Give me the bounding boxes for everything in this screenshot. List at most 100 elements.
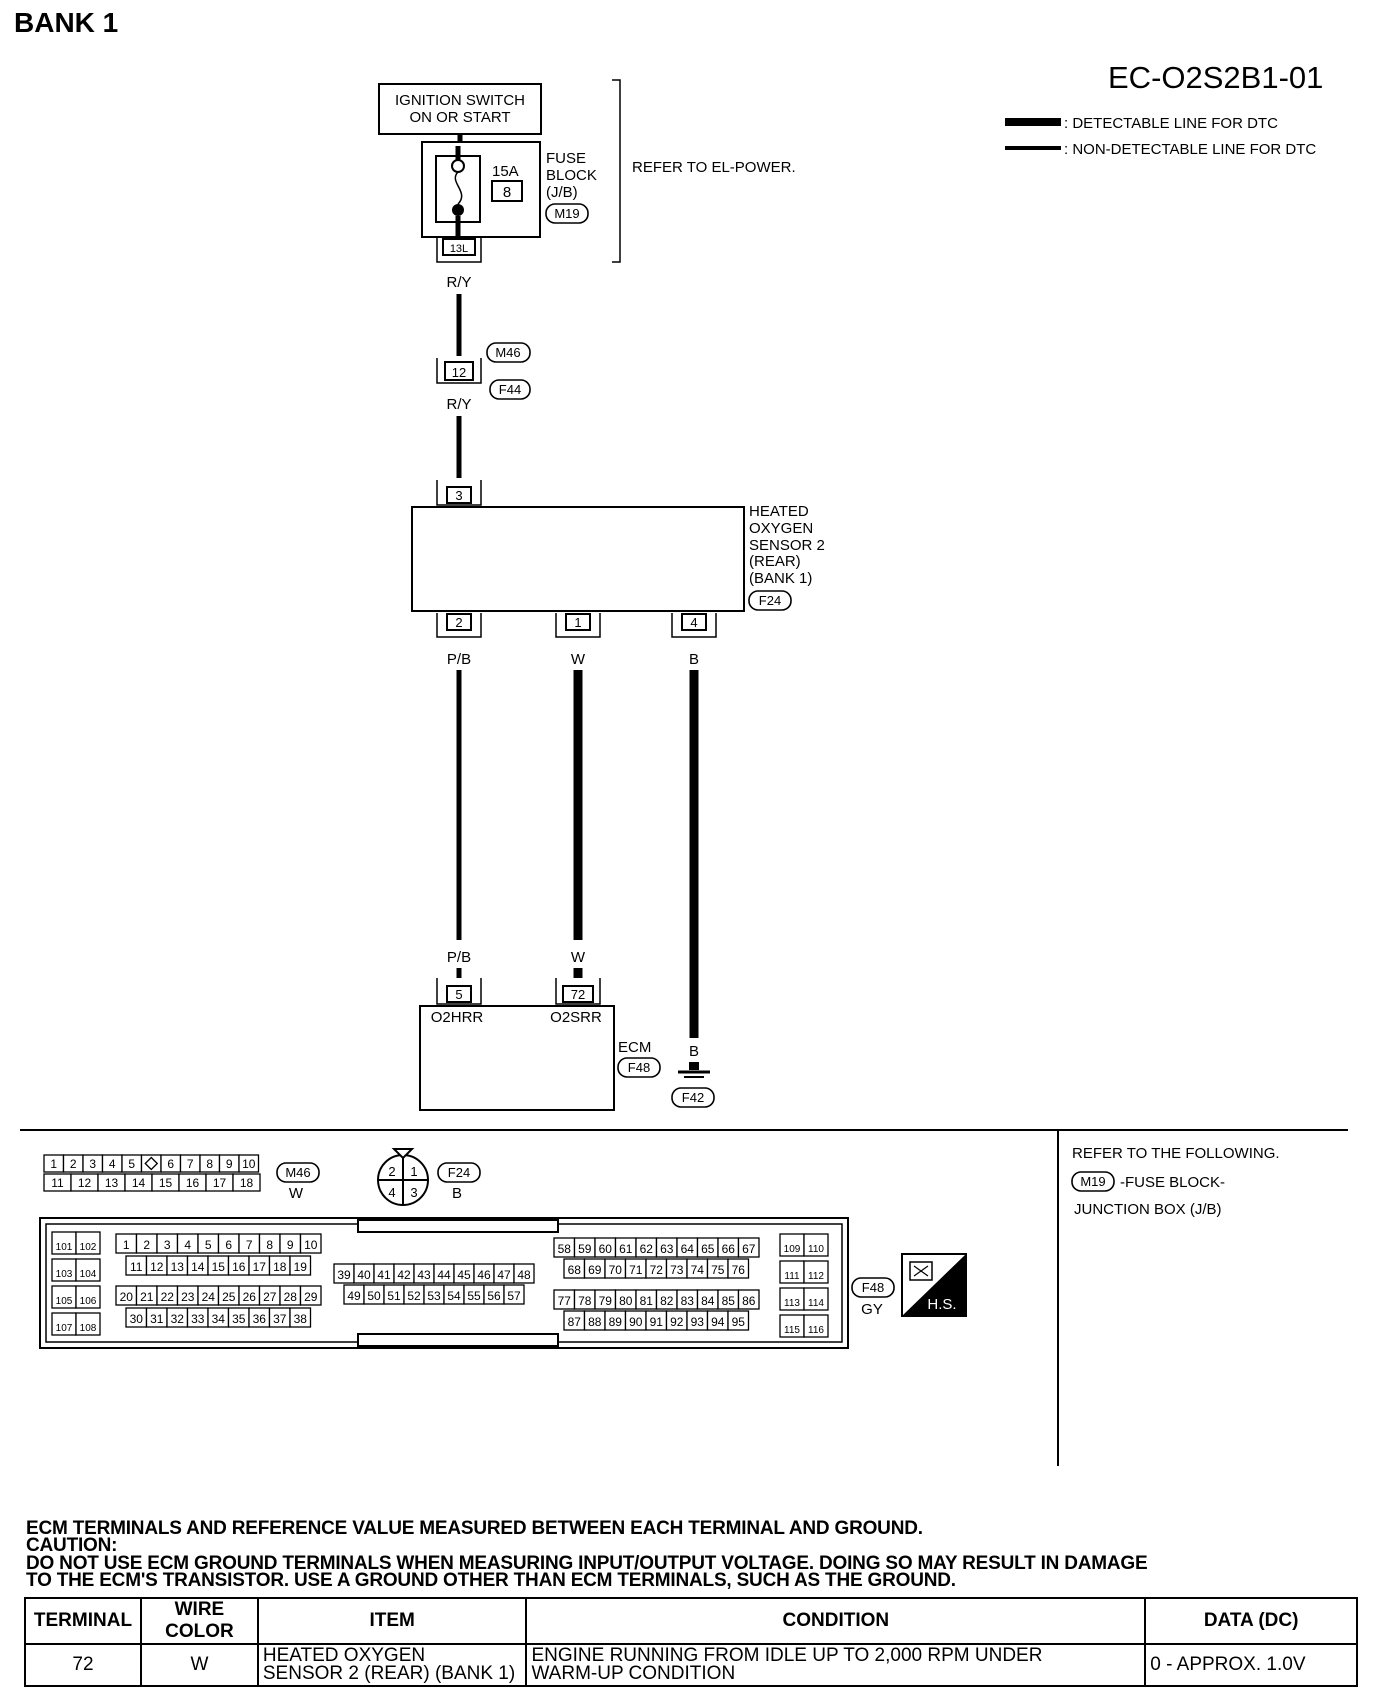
f48-pin-68: 68 xyxy=(563,1258,586,1279)
svg-text:80: 80 xyxy=(619,1294,633,1308)
svg-text:65: 65 xyxy=(701,1242,715,1256)
svg-text:29: 29 xyxy=(304,1290,318,1304)
notes-line4: TO THE ECM'S TRANSISTOR. USE A GROUND OT… xyxy=(26,1570,956,1591)
wire-color-b-bottom: B xyxy=(689,1043,699,1060)
fuse-terminal-13L: 13L xyxy=(436,238,482,263)
f48-pin-19: 19 xyxy=(289,1255,312,1276)
svg-text:103: 103 xyxy=(56,1269,73,1280)
svg-text:F42: F42 xyxy=(682,1090,704,1105)
f48-pin-22: 22 xyxy=(156,1285,179,1306)
svg-text:23: 23 xyxy=(181,1290,195,1304)
svg-text:13: 13 xyxy=(171,1260,185,1274)
svg-text:83: 83 xyxy=(681,1294,695,1308)
f48-pin-70: 70 xyxy=(604,1258,627,1279)
fuse-number: 8 xyxy=(503,184,511,201)
svg-text:15: 15 xyxy=(159,1176,173,1190)
f48-pin-80: 80 xyxy=(614,1289,637,1310)
svg-text:79: 79 xyxy=(599,1294,613,1308)
f48-pin-28: 28 xyxy=(279,1285,302,1306)
svg-text:52: 52 xyxy=(407,1289,421,1303)
f48-pin-11: 11 xyxy=(125,1255,148,1276)
svg-text:16: 16 xyxy=(186,1176,200,1190)
table-row: 72 W HEATED OXYGEN SENSOR 2 (REAR) (BANK… xyxy=(24,1643,1358,1687)
wire-color-pb-bottom: P/B xyxy=(447,949,471,966)
svg-text:112: 112 xyxy=(808,1271,824,1282)
legend-non-detectable-swatch xyxy=(1005,146,1061,150)
svg-text:13L: 13L xyxy=(450,243,468,255)
svg-text:62: 62 xyxy=(640,1242,654,1256)
svg-text:15: 15 xyxy=(212,1260,226,1274)
ignition-line2: ON OR START xyxy=(409,109,510,126)
svg-text:4: 4 xyxy=(109,1157,116,1171)
svg-text:17: 17 xyxy=(253,1260,267,1274)
svg-text:33: 33 xyxy=(191,1312,205,1326)
svg-text:95: 95 xyxy=(732,1315,746,1329)
svg-text:67: 67 xyxy=(742,1242,756,1256)
svg-text:72: 72 xyxy=(571,987,585,1002)
svg-text:42: 42 xyxy=(397,1268,411,1282)
svg-text:38: 38 xyxy=(294,1312,308,1326)
f48-pin-107: 107 xyxy=(51,1312,77,1336)
f48-pin-53: 53 xyxy=(423,1284,445,1305)
svg-text:114: 114 xyxy=(808,1298,824,1309)
sensor-line4: (REAR) xyxy=(749,553,801,570)
f48-pin-57: 57 xyxy=(503,1284,525,1305)
svg-text:73: 73 xyxy=(670,1263,684,1277)
f48-pin-40: 40 xyxy=(353,1263,375,1284)
svg-text:81: 81 xyxy=(640,1294,654,1308)
svg-text:7: 7 xyxy=(187,1157,194,1171)
svg-text:36: 36 xyxy=(253,1312,267,1326)
f48-pin-36: 36 xyxy=(248,1307,271,1328)
svg-text:5: 5 xyxy=(455,987,462,1002)
f48-pin-4: 4 xyxy=(176,1233,199,1254)
svg-text:51: 51 xyxy=(387,1289,401,1303)
svg-text:41: 41 xyxy=(377,1268,391,1282)
svg-text:20: 20 xyxy=(120,1290,134,1304)
f48-pin-67: 67 xyxy=(737,1237,760,1258)
notes-line3: DO NOT USE ECM GROUND TERMINALS WHEN MEA… xyxy=(26,1553,1148,1574)
svg-text:11: 11 xyxy=(130,1260,143,1274)
svg-text:90: 90 xyxy=(629,1315,643,1329)
svg-text:7: 7 xyxy=(246,1238,253,1252)
svg-text:50: 50 xyxy=(367,1289,381,1303)
svg-text:18: 18 xyxy=(240,1176,254,1190)
f48-pin-15: 15 xyxy=(207,1255,230,1276)
f48-pin-69: 69 xyxy=(583,1258,606,1279)
f48-pin-74: 74 xyxy=(686,1258,709,1279)
f48-color: GY xyxy=(861,1301,883,1318)
svg-text:3: 3 xyxy=(89,1157,96,1171)
legend-non-detectable-label: : NON-DETECTABLE LINE FOR DTC xyxy=(1064,141,1316,158)
svg-text:74: 74 xyxy=(691,1263,705,1277)
ignition-switch-box: IGNITION SWITCH ON OR START xyxy=(378,83,542,135)
svg-text:10: 10 xyxy=(242,1157,256,1171)
junction-connector: 12 xyxy=(436,358,482,384)
f48-pin-81: 81 xyxy=(635,1289,658,1310)
svg-text:4: 4 xyxy=(690,615,697,630)
ecm-pin-72: 72 xyxy=(555,978,601,1005)
refer-el-power: REFER TO EL-POWER. xyxy=(632,159,796,176)
f48-pin-87: 87 xyxy=(563,1310,586,1331)
f48-pin-88: 88 xyxy=(583,1310,606,1331)
f48-pin-90: 90 xyxy=(624,1310,647,1331)
sensor-connector-badge: F24 xyxy=(748,590,792,611)
sensor-pin-3: 3 xyxy=(436,480,482,506)
svg-text:107: 107 xyxy=(56,1323,73,1334)
svg-text:13: 13 xyxy=(105,1176,119,1190)
sensor-line2: OXYGEN xyxy=(749,520,813,537)
f48-pin-34: 34 xyxy=(207,1307,230,1328)
f48-badge: F48 xyxy=(851,1277,895,1298)
m46-pin-9: 9 xyxy=(218,1154,240,1173)
header-data: DATA (DC) xyxy=(1144,1597,1358,1645)
f48-pin-108: 108 xyxy=(75,1312,101,1336)
svg-text:109: 109 xyxy=(784,1244,801,1255)
f48-pin-54: 54 xyxy=(443,1284,465,1305)
f48-pin-17: 17 xyxy=(248,1255,271,1276)
f48-pin-8: 8 xyxy=(258,1233,281,1254)
f48-pin-50: 50 xyxy=(363,1284,385,1305)
f48-pin-44: 44 xyxy=(433,1263,455,1284)
svg-text:110: 110 xyxy=(808,1244,824,1255)
svg-text:24: 24 xyxy=(202,1290,216,1304)
m46-pin-16: 16 xyxy=(178,1173,207,1192)
f48-pin-31: 31 xyxy=(145,1307,168,1328)
